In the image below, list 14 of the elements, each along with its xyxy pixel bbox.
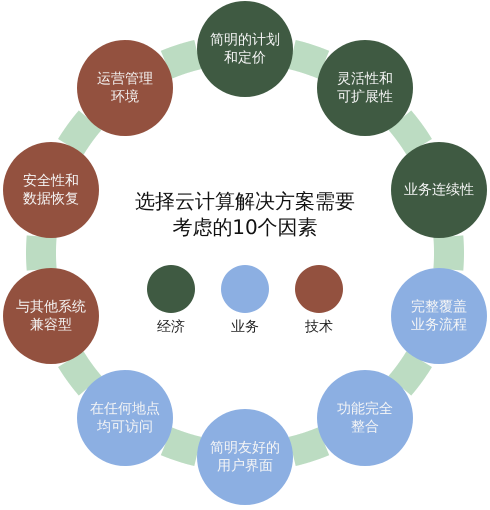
diagram-title: 选择云计算解决方案需要考虑的10个因素 xyxy=(134,188,356,240)
factor-label: 完整覆盖业务流程 xyxy=(410,298,468,334)
factor-label: 简明的计划和定价 xyxy=(210,30,280,68)
factor-label: 功能完全整合 xyxy=(336,400,394,436)
factor-label: 灵活性和可扩展性 xyxy=(336,70,394,106)
legend-label: 业务 xyxy=(231,319,259,336)
factor-label: 安全性和数据恢复 xyxy=(22,172,80,208)
legend-label: 技术 xyxy=(305,319,333,336)
factor-label: 业务连续性 xyxy=(404,180,474,200)
factor-label: 简明友好的用户界面 xyxy=(210,438,280,476)
factor-label: 与其他系统兼容型 xyxy=(15,298,86,334)
legend-label: 经济 xyxy=(157,319,185,336)
factor-label: 在任何地点均可访问 xyxy=(90,400,161,436)
factor-label: 运营管理环境 xyxy=(96,70,154,106)
